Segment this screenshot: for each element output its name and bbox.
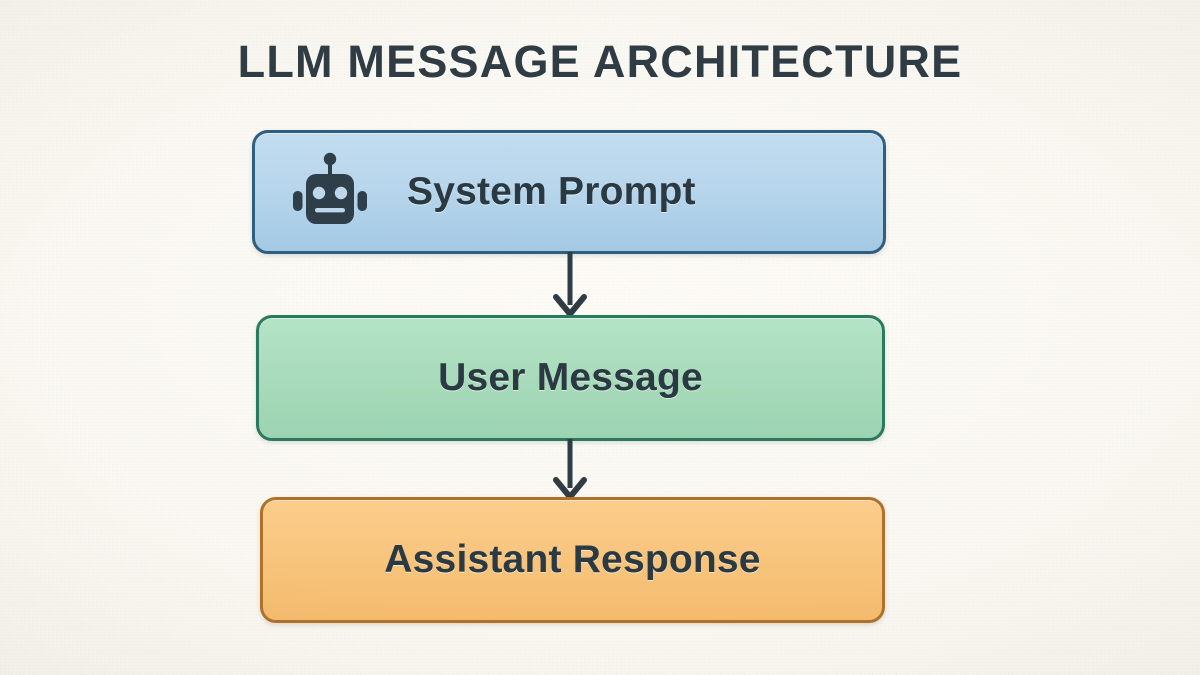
- node-label-system-prompt: System Prompt: [407, 170, 696, 213]
- node-assistant-response[interactable]: Assistant Response: [260, 497, 885, 623]
- robot-icon: [293, 152, 367, 224]
- node-label-user-message: User Message: [438, 356, 703, 399]
- node-user-message[interactable]: User Message: [256, 315, 885, 441]
- node-label-assistant-response: Assistant Response: [384, 538, 761, 581]
- arrow-system-to-user: [553, 252, 587, 317]
- node-system-prompt[interactable]: System Prompt: [252, 130, 886, 254]
- page-title: LLM MESSAGE ARCHITECTURE: [237, 36, 963, 87]
- arrow-user-to-assistant: [553, 439, 587, 500]
